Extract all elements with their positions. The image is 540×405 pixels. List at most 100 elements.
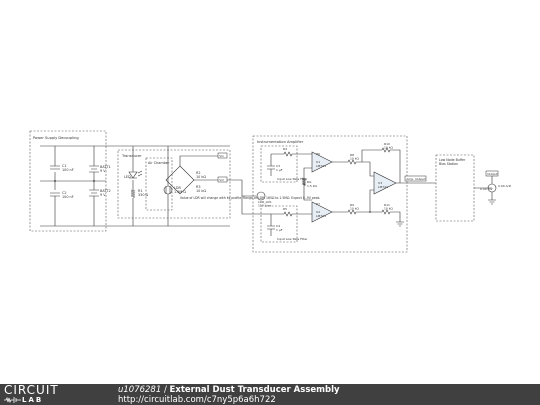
- logo-wordmark-bottom: LAB: [22, 396, 44, 404]
- r10-r11-symbols: [381, 147, 391, 215]
- output-probe[interactable]: [485, 170, 499, 177]
- buffer-sublabel: Bias Station: [439, 162, 458, 166]
- lpf2-frame: [260, 205, 298, 243]
- diff-source: [256, 191, 266, 201]
- u3-label: U3: [378, 181, 382, 185]
- ground-symbol: [396, 221, 404, 227]
- r4-label: R4: [283, 147, 287, 151]
- r8-label: R8: [350, 153, 354, 157]
- inamp-frame: [252, 135, 408, 253]
- circuit-title: External Dust Transducer Assembly: [169, 385, 340, 395]
- r9-label: R9: [350, 203, 354, 207]
- ldr-value: 1.5M Ω: [174, 190, 186, 194]
- circuit-title-line: u1076281 / External Dust Transducer Asse…: [118, 385, 340, 395]
- node: [303, 183, 305, 185]
- batt2-value: 9 V: [100, 193, 106, 197]
- u3-value: LM741: [378, 185, 388, 189]
- buffer-label: Low Node Buffer: [439, 158, 466, 162]
- lpf1-frame: [260, 145, 298, 183]
- probe-vm-label: Vm: [219, 178, 224, 182]
- power-supply-label: Power Supply Decoupling: [33, 136, 79, 140]
- r4-symbol: [283, 151, 293, 157]
- c1-symbol: [50, 165, 60, 170]
- voltmeter-label: 0.00 A/D: [498, 184, 512, 188]
- ldr-body: [165, 186, 171, 194]
- node: [93, 180, 95, 182]
- r10-label: R10: [384, 142, 390, 146]
- circuitlab-logo[interactable]: CIRCUIT LAB: [4, 383, 92, 404]
- u2-label: U2: [316, 210, 320, 214]
- ldr-symbol: [163, 185, 173, 195]
- amp-output-tag[interactable]: [404, 175, 427, 182]
- ldr-label: LDR: [174, 186, 181, 190]
- c3-symbol: [267, 165, 275, 170]
- voltmeter-value: 0.00 mV: [480, 187, 494, 191]
- rg-value: 1.5 kΩ: [307, 184, 317, 188]
- c2-symbol: [50, 192, 60, 197]
- r7-label: R7: [316, 202, 320, 206]
- wheatstone-bridge: [165, 165, 195, 195]
- rg-label: RG: [307, 180, 312, 184]
- r2-value: 10 kΩ: [196, 175, 206, 179]
- r3-label: R3: [196, 185, 201, 189]
- batt1-value: 9 V: [100, 169, 106, 173]
- r1-label: R1: [138, 189, 143, 193]
- ldr-note: Value of LDR will change with its profil…: [180, 196, 320, 200]
- r1-symbol: [130, 189, 136, 198]
- air-chamber-label: Air Chamber: [148, 161, 170, 165]
- r10-value: 10 kΩ: [384, 146, 394, 150]
- inamp-label: Instrumentation Amplifier: [257, 140, 304, 144]
- batt1-symbol: [89, 165, 99, 173]
- led-symbol: [128, 171, 138, 179]
- led-label: LED: [124, 175, 131, 179]
- c4-label: C4: [276, 224, 280, 228]
- batt1-label: BATT1: [100, 165, 111, 169]
- u2-value: LM741: [316, 214, 326, 218]
- power-supply-block: Power Supply Decoupling C1 100 nF C2 100…: [29, 130, 160, 232]
- u1-opamp: [311, 151, 333, 173]
- r2-label: R2: [196, 171, 201, 175]
- batt2-label: BATT2: [100, 189, 111, 193]
- probe-vin[interactable]: [217, 152, 228, 159]
- footer-bar: CIRCUIT LAB u1076281 / External Dust Tra…: [0, 384, 540, 405]
- probe-vin-label: Vin: [219, 154, 224, 158]
- batt2-symbol: [89, 189, 99, 197]
- r5-label: R5: [283, 207, 287, 211]
- diff-source-label: LDR_LOS: [258, 200, 271, 204]
- inamp-input-wires: [230, 153, 312, 236]
- c3-value: 1 µF: [276, 168, 283, 172]
- u1-label: U1: [316, 160, 320, 164]
- circuit-url[interactable]: http://circuitlab.com/c7ny5p6a6h722: [118, 395, 276, 405]
- r1-value: 330 Ω: [138, 193, 149, 197]
- ref-wires: [370, 211, 401, 222]
- transducer-block: Transducer Air Chamber LED R1 330 Ω LDR …: [106, 145, 320, 227]
- u1-value: LM741: [316, 164, 326, 168]
- c2-value: 100 nF: [62, 195, 74, 199]
- r11-label: R11: [384, 203, 390, 207]
- u2-opamp: [311, 201, 333, 223]
- amp-output-label: Amp. Output: [406, 177, 426, 181]
- diff-source-value: 15V Line: [258, 204, 271, 208]
- led-branch-wires: [106, 146, 160, 227]
- c1-label: C1: [62, 164, 67, 168]
- supply-rails: [40, 145, 160, 227]
- r6-label: R6: [316, 152, 320, 156]
- transducer-label: Transducer: [121, 154, 142, 158]
- u3-opamp: [373, 171, 397, 195]
- bridge-wires: [160, 145, 230, 227]
- air-chamber-frame: [145, 157, 173, 211]
- node: [54, 180, 56, 182]
- user-id[interactable]: u1076281: [118, 385, 162, 395]
- c4-value: 1 µF: [276, 228, 283, 232]
- logo-wordmark-top: CIRCUIT: [4, 383, 59, 397]
- output-probe-label: Output: [487, 172, 498, 176]
- probe-vm[interactable]: [217, 176, 228, 183]
- title-separator: /: [161, 385, 170, 395]
- buffer-block: Low Node Buffer Bias Station 0.00 mV 0.0…: [435, 154, 512, 222]
- voltmeter-symbol: [487, 183, 497, 193]
- r5-symbol: [283, 211, 293, 217]
- schematic-canvas: Power Supply Decoupling C1 100 nF C2 100…: [29, 130, 512, 253]
- c3-label: C3: [276, 164, 280, 168]
- rg-symbol: [301, 177, 307, 186]
- transducer-frame: [117, 149, 231, 219]
